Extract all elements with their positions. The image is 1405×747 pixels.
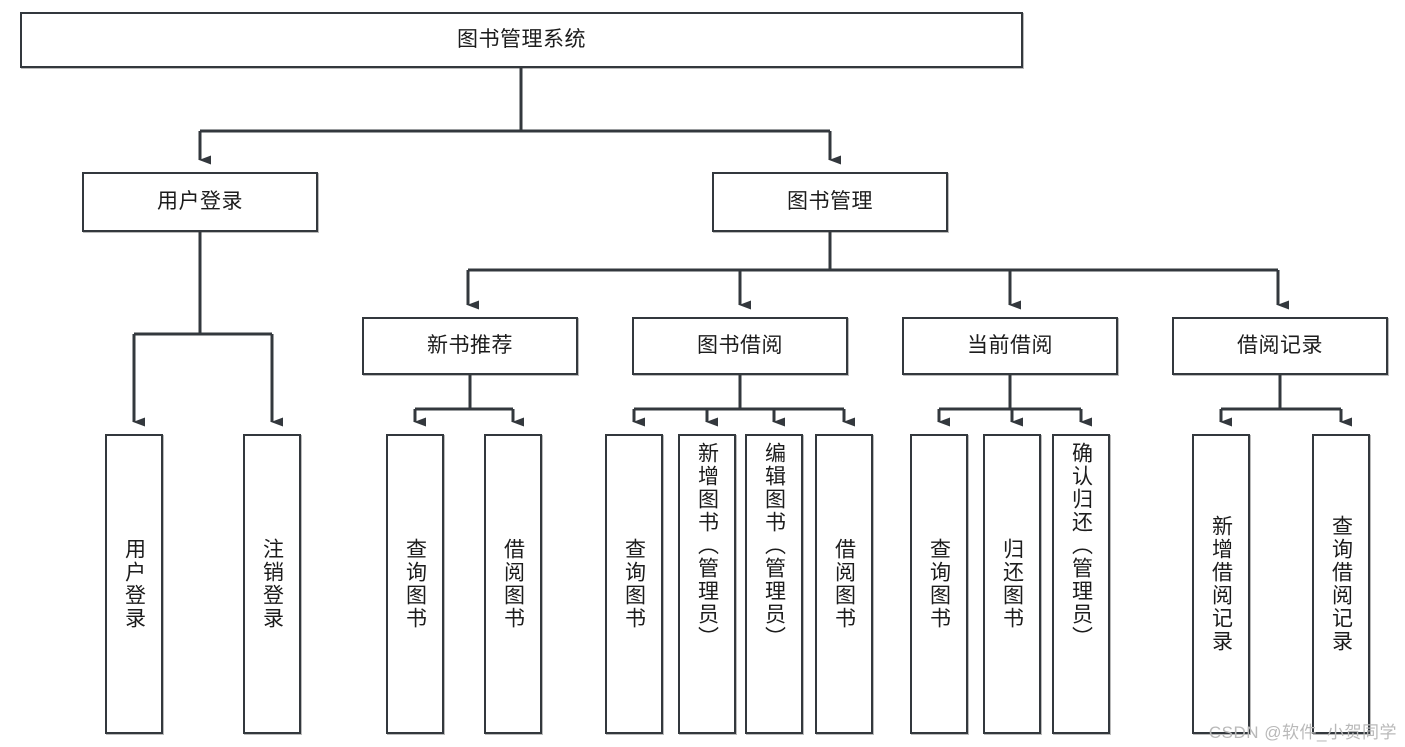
node-root-system[interactable]: 图书管理系统 <box>20 12 1023 68</box>
node-label: 当前借阅 <box>967 333 1053 357</box>
node-label: 借阅图书 <box>832 538 856 630</box>
node-borrow-record[interactable]: 借阅记录 <box>1172 317 1388 375</box>
node-label: 新增图书（管理员） <box>695 442 719 649</box>
node-label: 查询图书 <box>403 538 427 630</box>
node-leaf-query-book-borrow[interactable]: 查询图书 <box>605 434 663 734</box>
node-label: 图书管理系统 <box>457 27 586 51</box>
node-label: 编辑图书（管理员） <box>762 442 786 649</box>
node-leaf-logout[interactable]: 注销登录 <box>243 434 301 734</box>
node-label: 借阅记录 <box>1237 333 1323 357</box>
node-leaf-query-book-recommend[interactable]: 查询图书 <box>386 434 444 734</box>
node-leaf-query-book-current[interactable]: 查询图书 <box>910 434 968 734</box>
node-leaf-return-book[interactable]: 归还图书 <box>983 434 1041 734</box>
node-user-login[interactable]: 用户登录 <box>82 172 318 232</box>
node-label: 图书管理 <box>787 189 873 213</box>
node-new-book-recommend[interactable]: 新书推荐 <box>362 317 578 375</box>
node-label: 查询图书 <box>927 538 951 630</box>
node-book-management[interactable]: 图书管理 <box>712 172 948 232</box>
node-leaf-user-login[interactable]: 用户登录 <box>105 434 163 734</box>
node-label: 查询图书 <box>622 538 646 630</box>
node-label: 查询借阅记录 <box>1329 515 1353 653</box>
node-leaf-borrow-book[interactable]: 借阅图书 <box>815 434 873 734</box>
node-label: 用户登录 <box>157 189 243 213</box>
csdn-watermark: CSDN @软件_小贺同学 <box>1208 723 1397 742</box>
node-leaf-borrow-book-recommend[interactable]: 借阅图书 <box>484 434 542 734</box>
node-label: 借阅图书 <box>501 538 525 630</box>
node-label: 注销登录 <box>260 538 284 630</box>
node-leaf-edit-book[interactable]: 编辑图书（管理员） <box>745 434 803 734</box>
node-label: 新增借阅记录 <box>1209 515 1233 653</box>
node-label: 归还图书 <box>1000 538 1024 630</box>
node-leaf-confirm-return[interactable]: 确认归还（管理员） <box>1052 434 1110 734</box>
node-label: 用户登录 <box>122 538 146 630</box>
node-leaf-add-borrow-record[interactable]: 新增借阅记录 <box>1192 434 1250 734</box>
node-label: 图书借阅 <box>697 333 783 357</box>
node-label: 新书推荐 <box>427 333 513 357</box>
node-label: 确认归还（管理员） <box>1069 442 1093 649</box>
node-current-borrow[interactable]: 当前借阅 <box>902 317 1118 375</box>
node-leaf-add-book[interactable]: 新增图书（管理员） <box>678 434 736 734</box>
node-leaf-query-borrow-record[interactable]: 查询借阅记录 <box>1312 434 1370 734</box>
node-book-borrow[interactable]: 图书借阅 <box>632 317 848 375</box>
